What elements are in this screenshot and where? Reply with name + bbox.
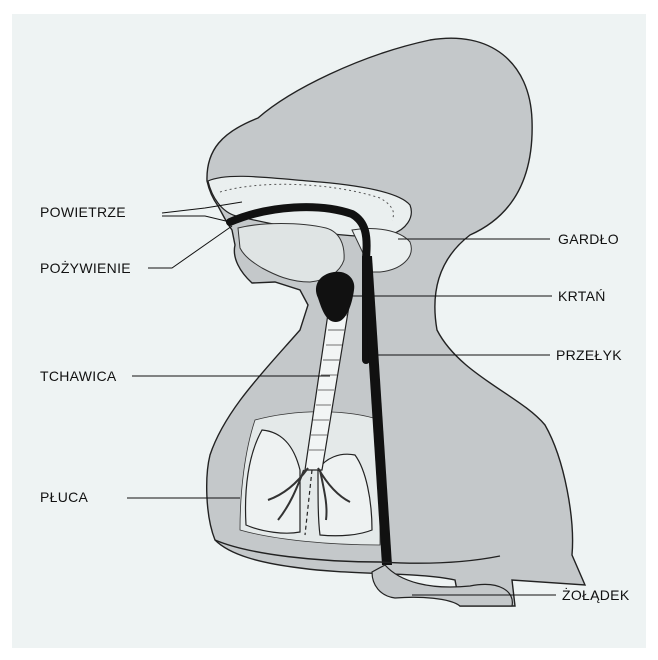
label-gardlo: GARDŁO <box>558 231 619 247</box>
label-tchawica: TCHAWICA <box>40 368 117 384</box>
label-przelyk: PRZEŁYK <box>556 347 622 363</box>
label-krtan: KRTAŃ <box>558 288 606 304</box>
label-zoladek: ŻOŁĄDEK <box>562 587 629 603</box>
label-powietrze: POWIETRZE <box>40 204 126 220</box>
label-pozywienie: POŻYWIENIE <box>40 260 131 276</box>
leader-pozywienie <box>148 226 232 268</box>
leader-powietrze-2 <box>162 216 230 222</box>
label-pluca: PŁUCA <box>40 489 88 505</box>
